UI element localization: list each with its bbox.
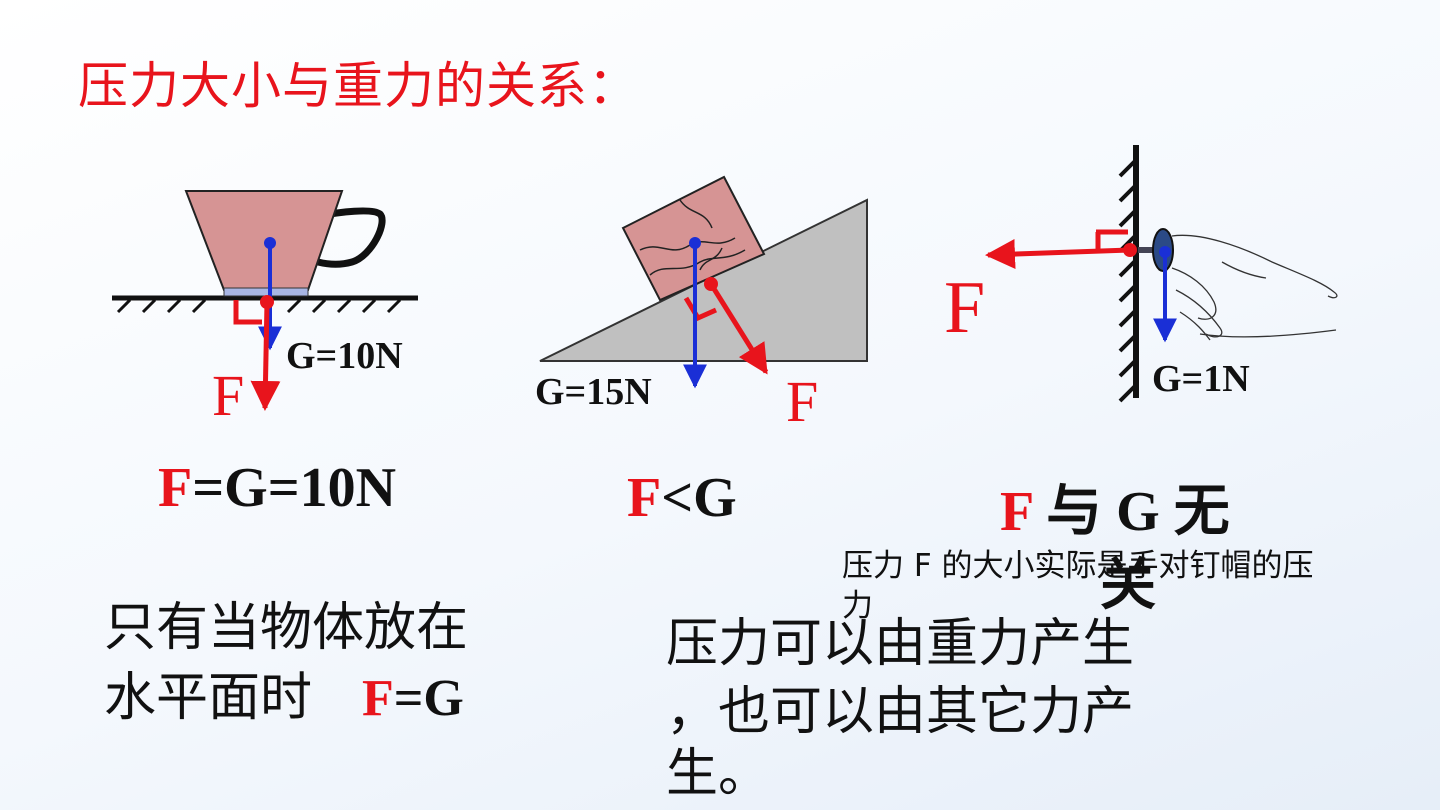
incline-diagram: [539, 175, 868, 389]
ground-hatch: [116, 298, 402, 314]
wall-diagram: [985, 145, 1338, 403]
wall-note-line1: 压力 F 的大小实际是手对钉帽的压: [842, 548, 1314, 584]
right-text-line1: 压力可以由重力产生: [666, 614, 1135, 674]
right-text-line2: ，也可以由其它力产: [666, 682, 1135, 742]
gravity-label-2: G=15N: [535, 371, 652, 413]
left-text-line1: 只有当物体放在: [104, 598, 469, 658]
force-arrow-1: [250, 301, 281, 411]
force-arrow-3: [985, 239, 1131, 270]
cup-body: [184, 190, 344, 291]
cup-diagram: [112, 190, 418, 411]
hand-outline: [1171, 234, 1338, 341]
right-text-line3: 生。: [666, 744, 771, 804]
force-arrow-2: [708, 282, 769, 375]
gravity-label-3: G=1N: [1152, 358, 1250, 400]
wall-note-line2: 力: [842, 588, 873, 624]
force-label-3: F: [944, 267, 986, 349]
force-label-1: F: [212, 363, 245, 428]
force-label-2: F: [786, 369, 819, 434]
cup-handle: [317, 207, 386, 268]
equation-1: F=G=10N: [158, 457, 397, 519]
equation-3-line2: 关: [1100, 555, 1156, 617]
wall-hatch: [1118, 158, 1138, 403]
equation-3: F 与 G 无: [1000, 481, 1230, 543]
equation-2: F<G: [627, 467, 737, 529]
page-title: 压力大小与重力的关系：: [78, 57, 639, 115]
gravity-label-1: G=10N: [286, 335, 403, 377]
